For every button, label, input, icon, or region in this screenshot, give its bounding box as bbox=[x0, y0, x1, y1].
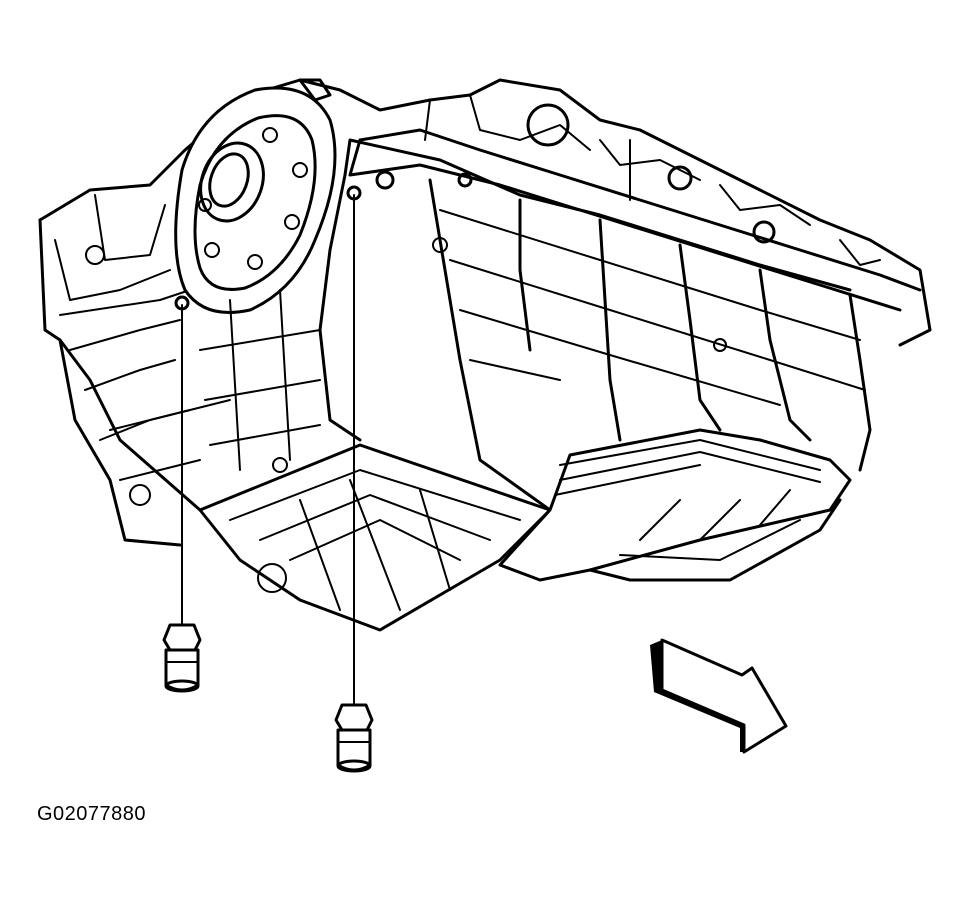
front-of-vehicle-arrow-icon bbox=[650, 638, 788, 754]
oil-pan-bolt-left bbox=[162, 304, 202, 693]
oil-pan-bolt-center bbox=[334, 194, 374, 773]
figure-id-label: G02077880 bbox=[37, 803, 147, 825]
oil-pan bbox=[58, 138, 872, 632]
crankshaft-rear-seal-housing bbox=[174, 78, 337, 314]
